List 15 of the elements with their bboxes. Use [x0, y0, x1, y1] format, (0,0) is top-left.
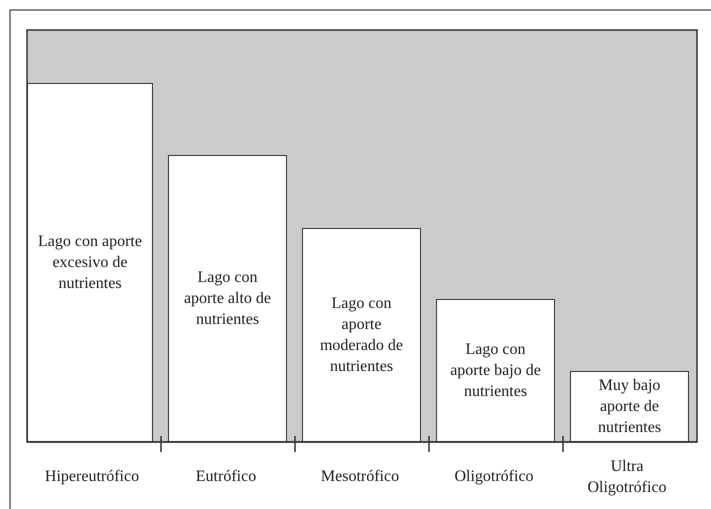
bar-text: Lago con aporte moderado de nutrientes: [318, 294, 404, 377]
category-label: Mesotrófico: [320, 467, 400, 487]
bar-box: [168, 155, 287, 442]
category-label: Eutrófico: [194, 467, 258, 487]
bar-box: [436, 299, 555, 442]
bar-text: Lago con aporte bajo de nutrientes: [449, 340, 542, 402]
bar-text: Lago con aporte excesivo de nutrientes: [37, 232, 143, 294]
bar-box: [27, 83, 153, 442]
category-label: Hipereutrófico: [44, 467, 140, 487]
bar-text: Muy bajo aporte de nutrientes: [596, 376, 662, 438]
bar-text: Lago con aporte alto de nutrientes: [182, 268, 272, 330]
bar-box: [570, 371, 689, 442]
bar-box: [302, 228, 421, 442]
category-label: Oligotrófico: [453, 467, 535, 487]
category-label: Ultra Oligotrófico: [586, 457, 668, 498]
